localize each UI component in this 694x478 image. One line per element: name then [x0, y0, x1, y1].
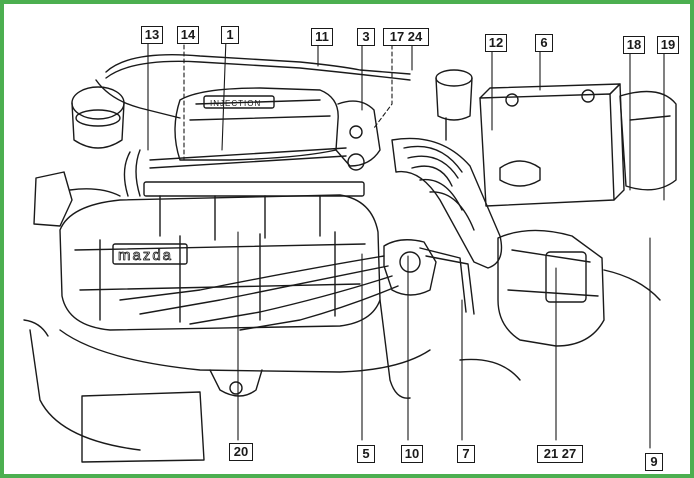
callout-19: 19 [657, 36, 679, 54]
battery [479, 83, 625, 207]
oil-canister [71, 86, 125, 149]
engine-bay-drawing: mazda INJECTION [23, 37, 677, 463]
callout-10: 10 [401, 445, 423, 463]
engine-block-lower [23, 299, 521, 463]
callout-12: 12 [485, 34, 507, 52]
leader-lines [147, 37, 665, 449]
intake-manifold: INJECTION [174, 87, 381, 171]
callout-14: 14 [177, 26, 199, 44]
thermostat-housing [33, 171, 121, 227]
callout-9: 9 [645, 453, 663, 471]
callout-18: 18 [623, 36, 645, 54]
engine-brand-text: mazda [118, 247, 173, 264]
callout-17-24: 17 24 [383, 28, 429, 46]
valve-cover: mazda [59, 194, 381, 331]
callout-11: 11 [311, 28, 333, 46]
brake-reservoir [435, 69, 473, 141]
callout-7: 7 [457, 445, 475, 463]
distributor [119, 239, 475, 331]
fuel-rail [143, 147, 365, 241]
callout-21-27: 21 27 [537, 445, 583, 463]
callout-5: 5 [357, 445, 375, 463]
callout-1: 1 [221, 26, 239, 44]
callout-6: 6 [535, 34, 553, 52]
air-intake-duct [391, 137, 503, 269]
vacuum-hoses [95, 54, 411, 197]
coolant-reservoir [619, 90, 677, 191]
air-cleaner [497, 229, 661, 347]
callout-3: 3 [357, 28, 375, 46]
cover-badge-text: INJECTION [210, 99, 261, 108]
callout-13: 13 [141, 26, 163, 44]
callout-20: 20 [229, 443, 253, 461]
